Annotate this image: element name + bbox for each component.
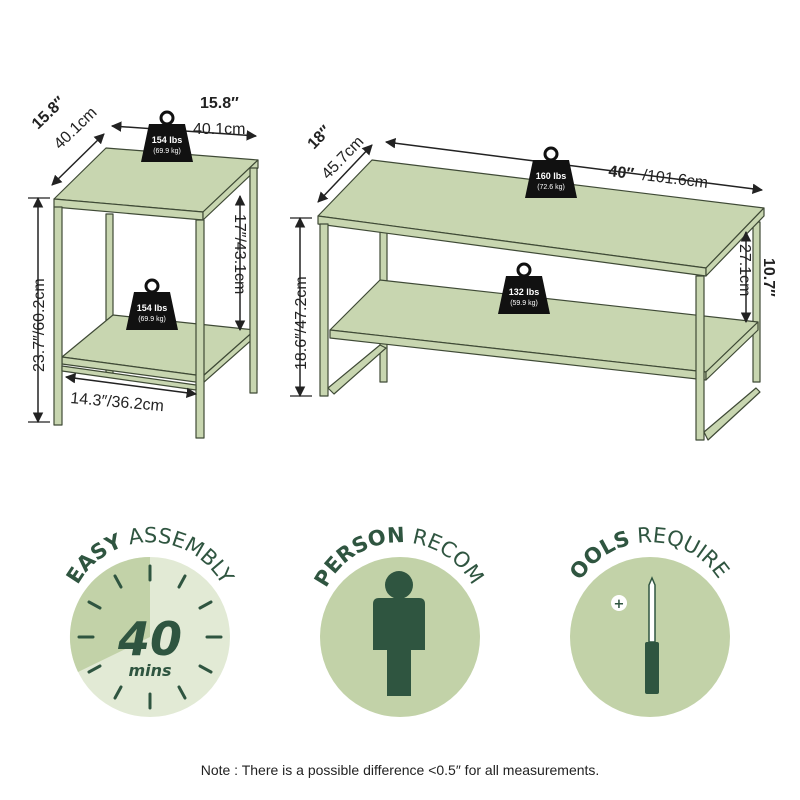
assembly-time-unit: mins (128, 661, 171, 680)
weight-icon: 154 lbs (69.9 kg) (141, 110, 193, 162)
svg-text:(69.9 kg): (69.9 kg) (138, 316, 166, 323)
svg-text:132 lbs: 132 lbs (509, 287, 540, 297)
side-table-width-cm: 40.1cm (193, 121, 245, 138)
coffee-table-depth-in: 18″ (305, 122, 335, 152)
coffee-table-width-cm: /101.6cm (642, 167, 709, 192)
side-table-base-width: 14.3″/36.2cm (70, 390, 165, 415)
side-table-inner-height: 17″/43.1cm (231, 214, 248, 294)
svg-text:160 lbs: 160 lbs (536, 171, 567, 181)
person-icon (373, 571, 425, 696)
svg-text:(59.9 kg): (59.9 kg) (510, 300, 538, 307)
measurement-note: Note : There is a possible difference <0… (200, 762, 600, 778)
coffee-table-inner-height-in: 10.7″ (760, 258, 777, 297)
weight-icon: 160 lbs (72.6 kg) (525, 146, 577, 198)
weight-icon: 132 lbs (59.9 kg) (498, 262, 550, 314)
assembly-time-value: 40 (117, 612, 182, 666)
coffee-table-height: 18.6″/47.2cm (293, 276, 310, 370)
screw-icon: + (611, 595, 627, 612)
clock-icon (77, 564, 223, 710)
coffee-table-inner-height-cm: 27.1cm (736, 244, 753, 296)
svg-text:154 lbs: 154 lbs (152, 135, 183, 145)
svg-text:154 lbs: 154 lbs (137, 303, 168, 313)
side-table-height: 23.7″/60.2cm (31, 278, 48, 372)
clock-fill (69, 556, 150, 672)
side-table-width-in: 15.8″ (200, 95, 239, 112)
easy-assembly-badge: EASY ASSEMBLY 40 mins (62, 523, 238, 717)
svg-text:(72.6 kg): (72.6 kg) (537, 184, 565, 191)
coffee-table-illustration (317, 159, 765, 441)
svg-text:+: + (614, 597, 625, 612)
side-table-depth-in: 15.8″ (29, 93, 69, 132)
coffee-table-dimensions: 18″ 45.7cm 40″ /101.6cm 18.6″/47.2cm 27.… (290, 122, 777, 398)
screwdriver-icon (645, 576, 659, 694)
coffee-table-width-in: 40″ (608, 163, 636, 183)
weight-icon: 154 lbs (69.9 kg) (126, 278, 178, 330)
svg-text:(69.9 kg): (69.9 kg) (153, 148, 181, 155)
